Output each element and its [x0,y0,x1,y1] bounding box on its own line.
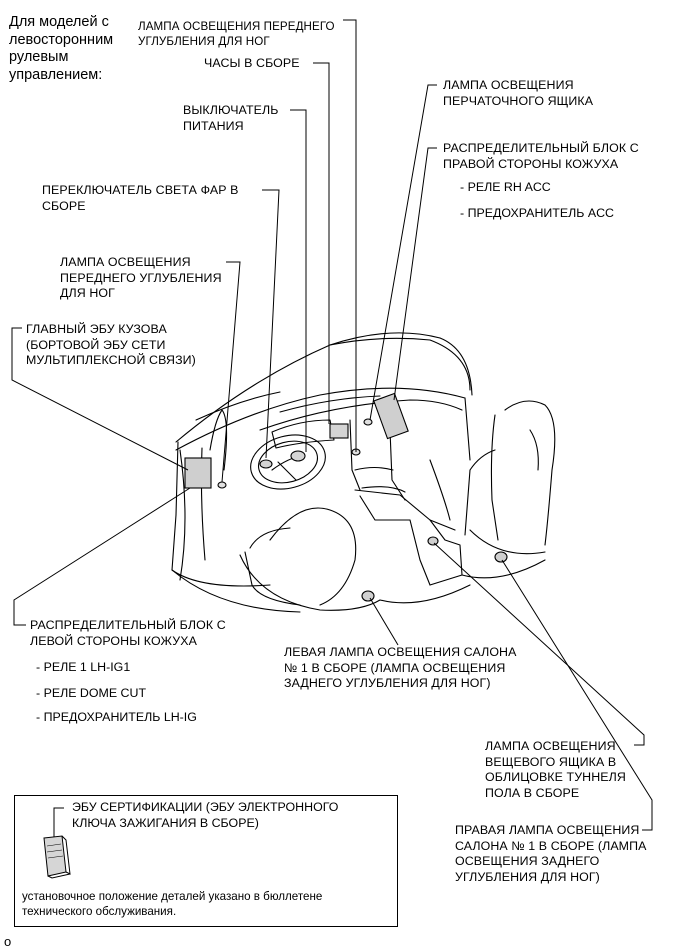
right-room-lamp-marker [494,551,508,563]
label-lh-junction-block: РАСПРЕДЕЛИТЕЛЬНЫЙ БЛОК С ЛЕВОЙ СТОРОНЫ К… [30,618,226,648]
note-text: установочное положение деталей указано в… [22,890,323,918]
lh-item: - РЕЛЕ DOME CUT [36,686,147,700]
clock-block [329,423,349,439]
left-room-lamp-marker [361,590,375,602]
label-left-room-lamp: ЛЕВАЯ ЛАМПА ОСВЕЩЕНИЯ САЛОНА № 1 В СБОРЕ… [284,645,517,690]
car-interior-art [171,332,556,613]
label-main-body-ecu: ГЛАВНЫЙ ЭБУ КУЗОВА (БОРТОВОЙ ЭБУ СЕТИ МУ… [26,322,196,367]
rh-item: - ПРЕДОХРАНИТЕЛЬ ACC [460,206,614,220]
leader-lines [11,19,653,831]
rh-junction-block-box [373,392,409,440]
label-console-box-lamp: ЛАМПА ОСВЕЩЕНИЯ ВЕЩЕВОГО ЯЩИКА В ОБЛИЦОВ… [485,739,626,800]
label-glovebox-lamp: ЛАМПА ОСВЕЩЕНИЯ ПЕРЧАТОЧНОГО ЯЩИКА [443,78,594,108]
power-switch-marker [290,450,306,462]
lh-item: - ПРЕДОХРАНИТЕЛЬ LH-IG [36,710,197,724]
label-headlight-switch: ПЕРЕКЛЮЧАТЕЛЬ СВЕТА ФАР В СБОРЕ [42,183,239,213]
label-footwell-lamp-top: ЛАМПА ОСВЕЩЕНИЯ ПЕРЕДНЕГО УГЛУБЛЕНИЯ ДЛЯ… [138,20,335,48]
lh-item: - РЕЛЕ 1 LH-IG1 [36,660,131,674]
label-clock: ЧАСЫ В СБОРЕ [204,56,300,70]
note-box [14,795,398,927]
label-right-room-lamp: ПРАВАЯ ЛАМПА ОСВЕЩЕНИЯ САЛОНА № 1 В СБОР… [455,823,647,884]
main-body-ecu-block [184,457,212,489]
component-markers [184,392,508,602]
note-title: ЭБУ СЕРТИФИКАЦИИ (ЭБУ ЭЛЕКТРОННОГО КЛЮЧА… [72,800,339,830]
rh-item: - РЕЛЕ RH ACC [460,180,551,194]
label-footwell-lamp-left: ЛАМПА ОСВЕЩЕНИЯ ПЕРЕДНЕГО УГЛУБЛЕНИЯ ДЛЯ… [60,255,222,300]
label-power-switch: ВЫКЛЮЧАТЕЛЬ ПИТАНИЯ [183,103,279,133]
label-rh-junction-block: РАСПРЕДЕЛИТЕЛЬНЫЙ БЛОК С ПРАВОЙ СТОРОНЫ … [443,141,639,171]
section-header: Для моделей с левосторонним рулевым упра… [9,14,114,83]
headlight-switch-marker [259,459,273,469]
footer-mark: o [4,934,12,949]
console-box-lamp-marker [427,536,439,546]
glovebox-lamp-marker [363,418,373,426]
